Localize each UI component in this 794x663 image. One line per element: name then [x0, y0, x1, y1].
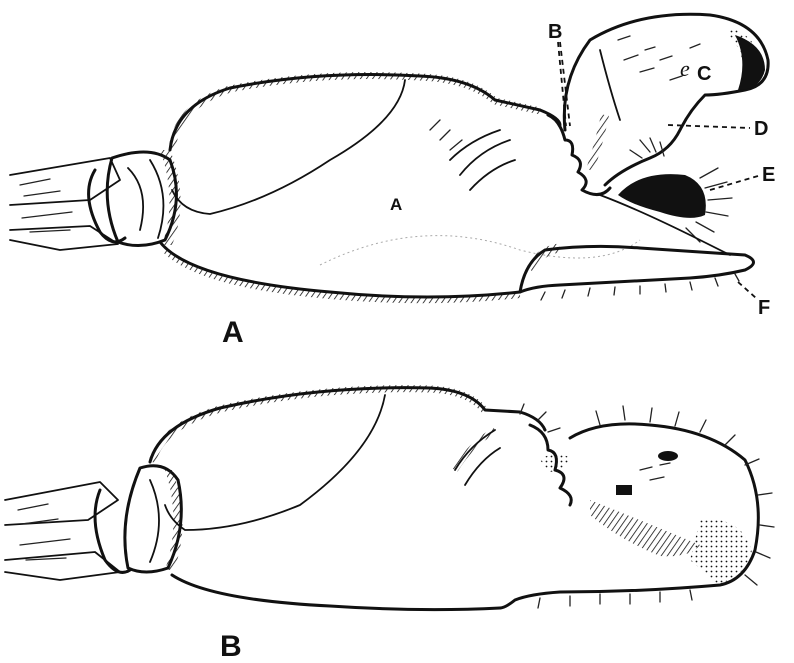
proximal-segments-b [5, 466, 183, 580]
inner-label-a: A [390, 196, 402, 213]
panel-label-b: B [220, 632, 242, 662]
callout-label-b: B [548, 22, 562, 42]
palm-outline-a [160, 75, 560, 298]
leader-line-f [738, 282, 756, 298]
claw-drawing-a: e [10, 14, 768, 300]
dactyl-letter-mark: e [680, 56, 690, 81]
panel-label-a: A [222, 318, 244, 348]
leader-line-e [710, 176, 758, 190]
callout-label-e: E [762, 165, 775, 185]
callout-label-c: C [697, 64, 711, 84]
proximal-segments-a [10, 150, 181, 250]
callout-label-f: F [758, 298, 770, 318]
claw-drawing-b [5, 388, 774, 610]
palm-outline-b [150, 388, 545, 610]
faint-background-trace-a [320, 236, 640, 265]
callout-label-d: D [754, 119, 768, 139]
callout-leaders [558, 42, 758, 298]
